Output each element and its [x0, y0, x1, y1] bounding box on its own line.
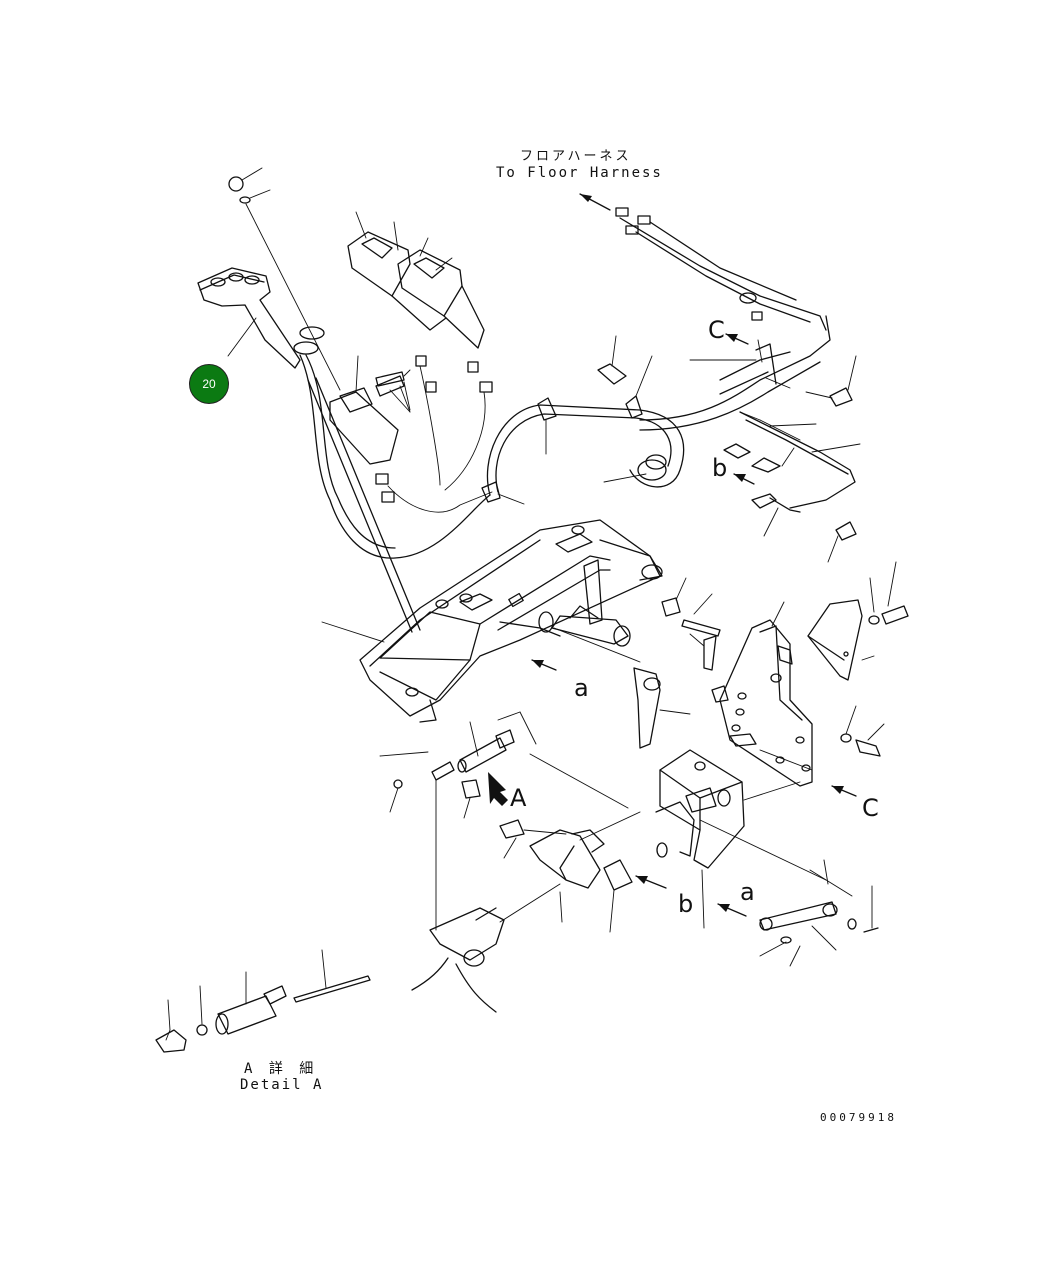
- bolts-upper: [597, 335, 861, 563]
- view-letter-c-upper: C: [708, 316, 725, 344]
- link-bracket: [499, 811, 641, 933]
- piston-upper: [379, 711, 629, 931]
- switch-block: [329, 355, 411, 465]
- view-letter-detail-a: A: [510, 784, 527, 812]
- view-letter-b-lower: b: [678, 890, 694, 918]
- view-letter-a-lower: a: [740, 878, 755, 906]
- view-letter-b-upper: b: [712, 454, 728, 482]
- cover-plate: [807, 561, 909, 757]
- wire-harness: [486, 207, 856, 537]
- joystick-grip: [197, 267, 301, 369]
- connectors: [375, 355, 493, 513]
- callout-number: 20: [202, 377, 216, 391]
- detail-caption-en: Detail A: [240, 1077, 324, 1093]
- harness-label-en: To Floor Harness: [496, 165, 663, 181]
- callout-20-marker[interactable]: 20: [189, 364, 229, 404]
- view-letter-a-upper: a: [574, 674, 589, 702]
- spring-rod: [759, 859, 879, 967]
- lever-boot: [293, 326, 491, 633]
- pedal-bracket: [655, 749, 827, 929]
- detail-caption-jp: A 詳 細: [244, 1061, 318, 1077]
- pedal-arm: [411, 883, 561, 1013]
- drawing-number: 00079918: [820, 1111, 897, 1124]
- bushing-pin: [661, 577, 721, 671]
- detail-a-parts: [155, 949, 371, 1053]
- mounting-plate: [711, 601, 813, 787]
- view-letter-c-lower: C: [862, 794, 879, 822]
- console-bracket: [321, 519, 663, 723]
- cap-nut: [228, 167, 341, 391]
- harness-label-jp: フロアハーネス: [520, 149, 632, 164]
- lever-shaft: [499, 559, 691, 749]
- bolt: [375, 375, 411, 413]
- rocker-switches: [347, 211, 485, 349]
- view-arrows: [531, 193, 857, 917]
- detail-a-arrow: [488, 772, 508, 806]
- clamps: [481, 339, 791, 505]
